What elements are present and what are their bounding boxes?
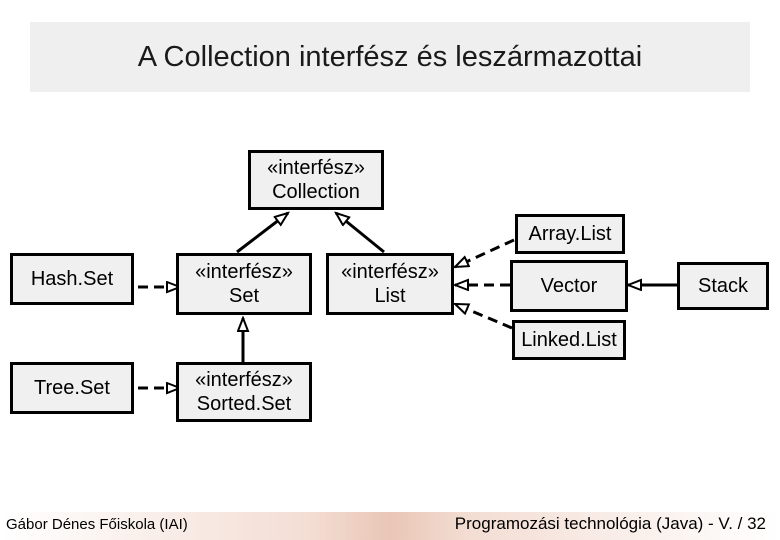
linkedlist-implements-list-line [455,302,513,330]
footer-course-page: Programozási technológia (Java) - V. / 3… [454,514,766,533]
node-hash-set: Hash.Set [10,253,134,305]
collection-name: Collection [272,181,360,203]
node-array-list: Array.List [515,214,625,254]
footer-institution: Gábor Dénes Főiskola (IAI) [6,516,188,533]
node-sorted-set: «interfész» Sorted.Set [176,362,312,422]
set-name: Set [228,285,260,307]
set-stereotype: «interfész» [195,261,293,283]
sorted-set-name: Sorted.Set [196,393,292,415]
arraylist-implements-list-line [455,238,515,269]
vector-name: Vector [540,275,598,297]
collection-stereotype: «interfész» [267,157,365,179]
node-list: «interfész» List [326,253,454,315]
node-tree-set: Tree.Set [10,362,134,414]
tree-set-name: Tree.Set [34,377,110,399]
set-extends-collection-line [236,213,288,254]
node-linked-list: Linked.List [512,320,626,360]
array-list-name: Array.List [528,223,612,245]
sorted-set-stereotype: «interfész» [195,369,293,391]
slide-title: A Collection interfész és leszármazottai [137,40,643,73]
linked-list-name: Linked.List [521,329,617,351]
list-extends-collection-line [336,213,385,254]
node-vector: Vector [510,260,628,312]
footer-band [0,512,780,540]
hash-set-name: Hash.Set [30,268,114,290]
title-bar: A Collection interfész és leszármazottai [30,22,750,92]
stack-name: Stack [697,275,749,297]
list-stereotype: «interfész» [341,261,439,283]
list-name: List [374,285,406,307]
node-stack: Stack [677,262,769,310]
node-set: «interfész» Set [176,253,312,315]
node-collection: «interfész» Collection [248,150,384,210]
